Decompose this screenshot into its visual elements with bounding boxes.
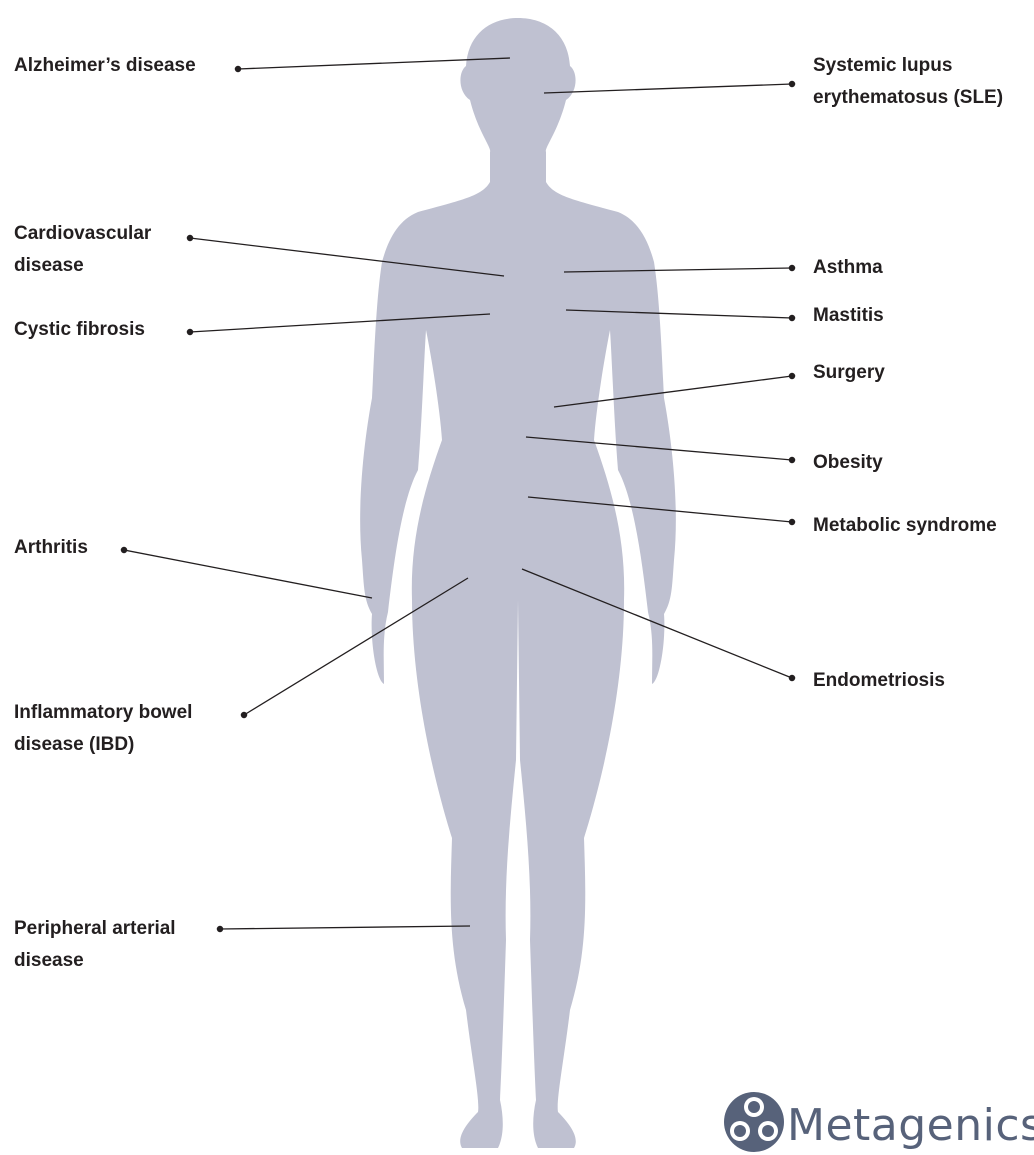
- leader-dot-asthma: [789, 265, 794, 270]
- leader-dot-obesity: [789, 457, 794, 462]
- label-pad: Peripheral arterial disease: [14, 913, 176, 977]
- label-endometriosis: Endometriosis: [813, 665, 945, 697]
- leader-line-sle: [544, 84, 792, 93]
- label-alzheimers: Alzheimer’s disease: [14, 50, 196, 82]
- metagenics-logo-icon: [722, 1090, 786, 1154]
- leader-dot-metabolic-syndrome: [789, 519, 794, 524]
- label-sle: Systemic lupus erythematosus (SLE): [813, 50, 1003, 114]
- label-obesity: Obesity: [813, 447, 883, 479]
- leader-dot-pad: [217, 926, 222, 931]
- leader-dot-mastitis: [789, 315, 794, 320]
- label-arthritis: Arthritis: [14, 532, 88, 564]
- leader-dot-sle: [789, 81, 794, 86]
- label-cardiovascular: Cardiovascular disease: [14, 218, 151, 282]
- head-shape: [360, 18, 676, 1148]
- label-surgery: Surgery: [813, 357, 885, 389]
- label-metabolic-syndrome: Metabolic syndrome: [813, 510, 997, 542]
- leader-dot-ibd: [241, 712, 246, 717]
- leader-line-pad: [220, 926, 470, 929]
- metagenics-logo-text: Metagenics: [787, 1098, 1034, 1154]
- leader-dot-cystic-fibrosis: [187, 329, 192, 334]
- label-cystic-fibrosis: Cystic fibrosis: [14, 314, 145, 346]
- label-mastitis: Mastitis: [813, 300, 884, 332]
- label-asthma: Asthma: [813, 252, 883, 284]
- leader-dot-arthritis: [121, 547, 126, 552]
- leader-dot-alzheimers: [235, 66, 240, 71]
- female-body-silhouette: [360, 18, 676, 1148]
- leader-dot-surgery: [789, 373, 794, 378]
- leader-dot-cardiovascular: [187, 235, 192, 240]
- leader-line-arthritis: [124, 550, 372, 598]
- label-ibd: Inflammatory bowel disease (IBD): [14, 697, 192, 761]
- leader-dot-endometriosis: [789, 675, 794, 680]
